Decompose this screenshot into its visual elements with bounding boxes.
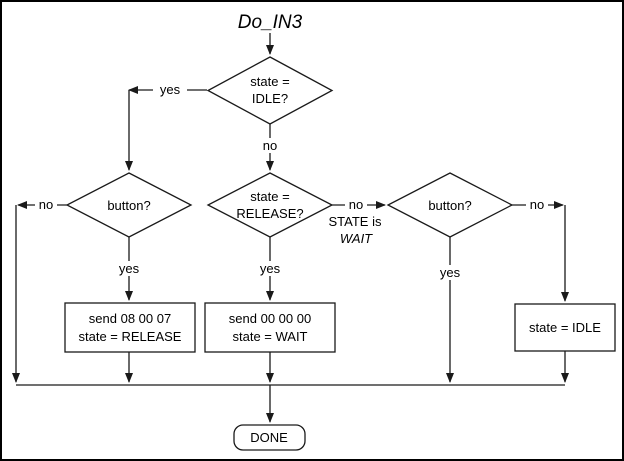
process-send-wait-line2: state = WAIT bbox=[232, 329, 307, 344]
edge-release-yes-label: yes bbox=[260, 261, 281, 276]
label-bg bbox=[526, 197, 548, 212]
edge-buttonright-no-label: no bbox=[530, 197, 544, 212]
process-set-idle-shape bbox=[514, 303, 616, 352]
process-send-release-shape bbox=[64, 302, 196, 353]
terminal-done: DONE bbox=[233, 424, 306, 451]
process-send-wait-line1: send 00 00 00 bbox=[229, 311, 311, 326]
process-send-release-line1: send 08 00 07 bbox=[89, 311, 171, 326]
decision-idle-label-line2: IDLE? bbox=[252, 91, 288, 106]
decision-release: state = RELEASE? bbox=[206, 172, 334, 238]
decision-button-left-label: button? bbox=[107, 198, 150, 213]
decision-button-right-shape bbox=[386, 172, 514, 238]
edge-buttonleft-yes-label: yes bbox=[119, 261, 140, 276]
edge-release-no-note-line2: WAIT bbox=[340, 231, 373, 246]
decision-button-right-label: button? bbox=[428, 198, 471, 213]
decision-button-right: button? bbox=[386, 172, 514, 238]
edge-release-no-label: no bbox=[349, 197, 363, 212]
process-send-wait: send 00 00 00 state = WAIT bbox=[204, 302, 336, 353]
process-send-release: send 08 00 07 state = RELEASE bbox=[64, 302, 196, 353]
edge-idle-no-label: no bbox=[263, 138, 277, 153]
process-set-idle: state = IDLE bbox=[514, 303, 616, 352]
terminal-done-label: DONE bbox=[250, 430, 288, 445]
edge-buttonright-yes-label: yes bbox=[440, 265, 461, 280]
label-bg bbox=[434, 265, 466, 280]
terminal-done-shape bbox=[233, 424, 306, 451]
process-send-release-line2: state = RELEASE bbox=[79, 329, 182, 344]
label-bg bbox=[153, 82, 187, 97]
label-bg bbox=[345, 197, 367, 212]
decision-idle: state = IDLE? bbox=[206, 56, 334, 125]
label-bg bbox=[254, 261, 286, 276]
decision-button-left-shape bbox=[65, 172, 193, 238]
edge-buttonleft-no-label: no bbox=[39, 197, 53, 212]
decision-release-shape bbox=[206, 172, 334, 238]
diagram-title: Do_IN3 bbox=[238, 12, 303, 33]
process-set-idle-label: state = IDLE bbox=[529, 320, 601, 335]
process-send-wait-shape bbox=[204, 302, 336, 353]
edge-idle-yes-label: yes bbox=[160, 82, 181, 97]
label-bg bbox=[113, 261, 145, 276]
decision-idle-shape bbox=[206, 56, 334, 125]
label-bg bbox=[35, 197, 57, 212]
label-bg bbox=[259, 138, 281, 153]
decision-idle-label-line1: state = bbox=[250, 74, 289, 89]
decision-button-left: button? bbox=[65, 172, 193, 238]
edge-release-no-note-line1: STATE is bbox=[329, 214, 382, 229]
decision-release-label-line1: state = bbox=[250, 189, 289, 204]
decision-release-label-line2: RELEASE? bbox=[236, 206, 303, 221]
